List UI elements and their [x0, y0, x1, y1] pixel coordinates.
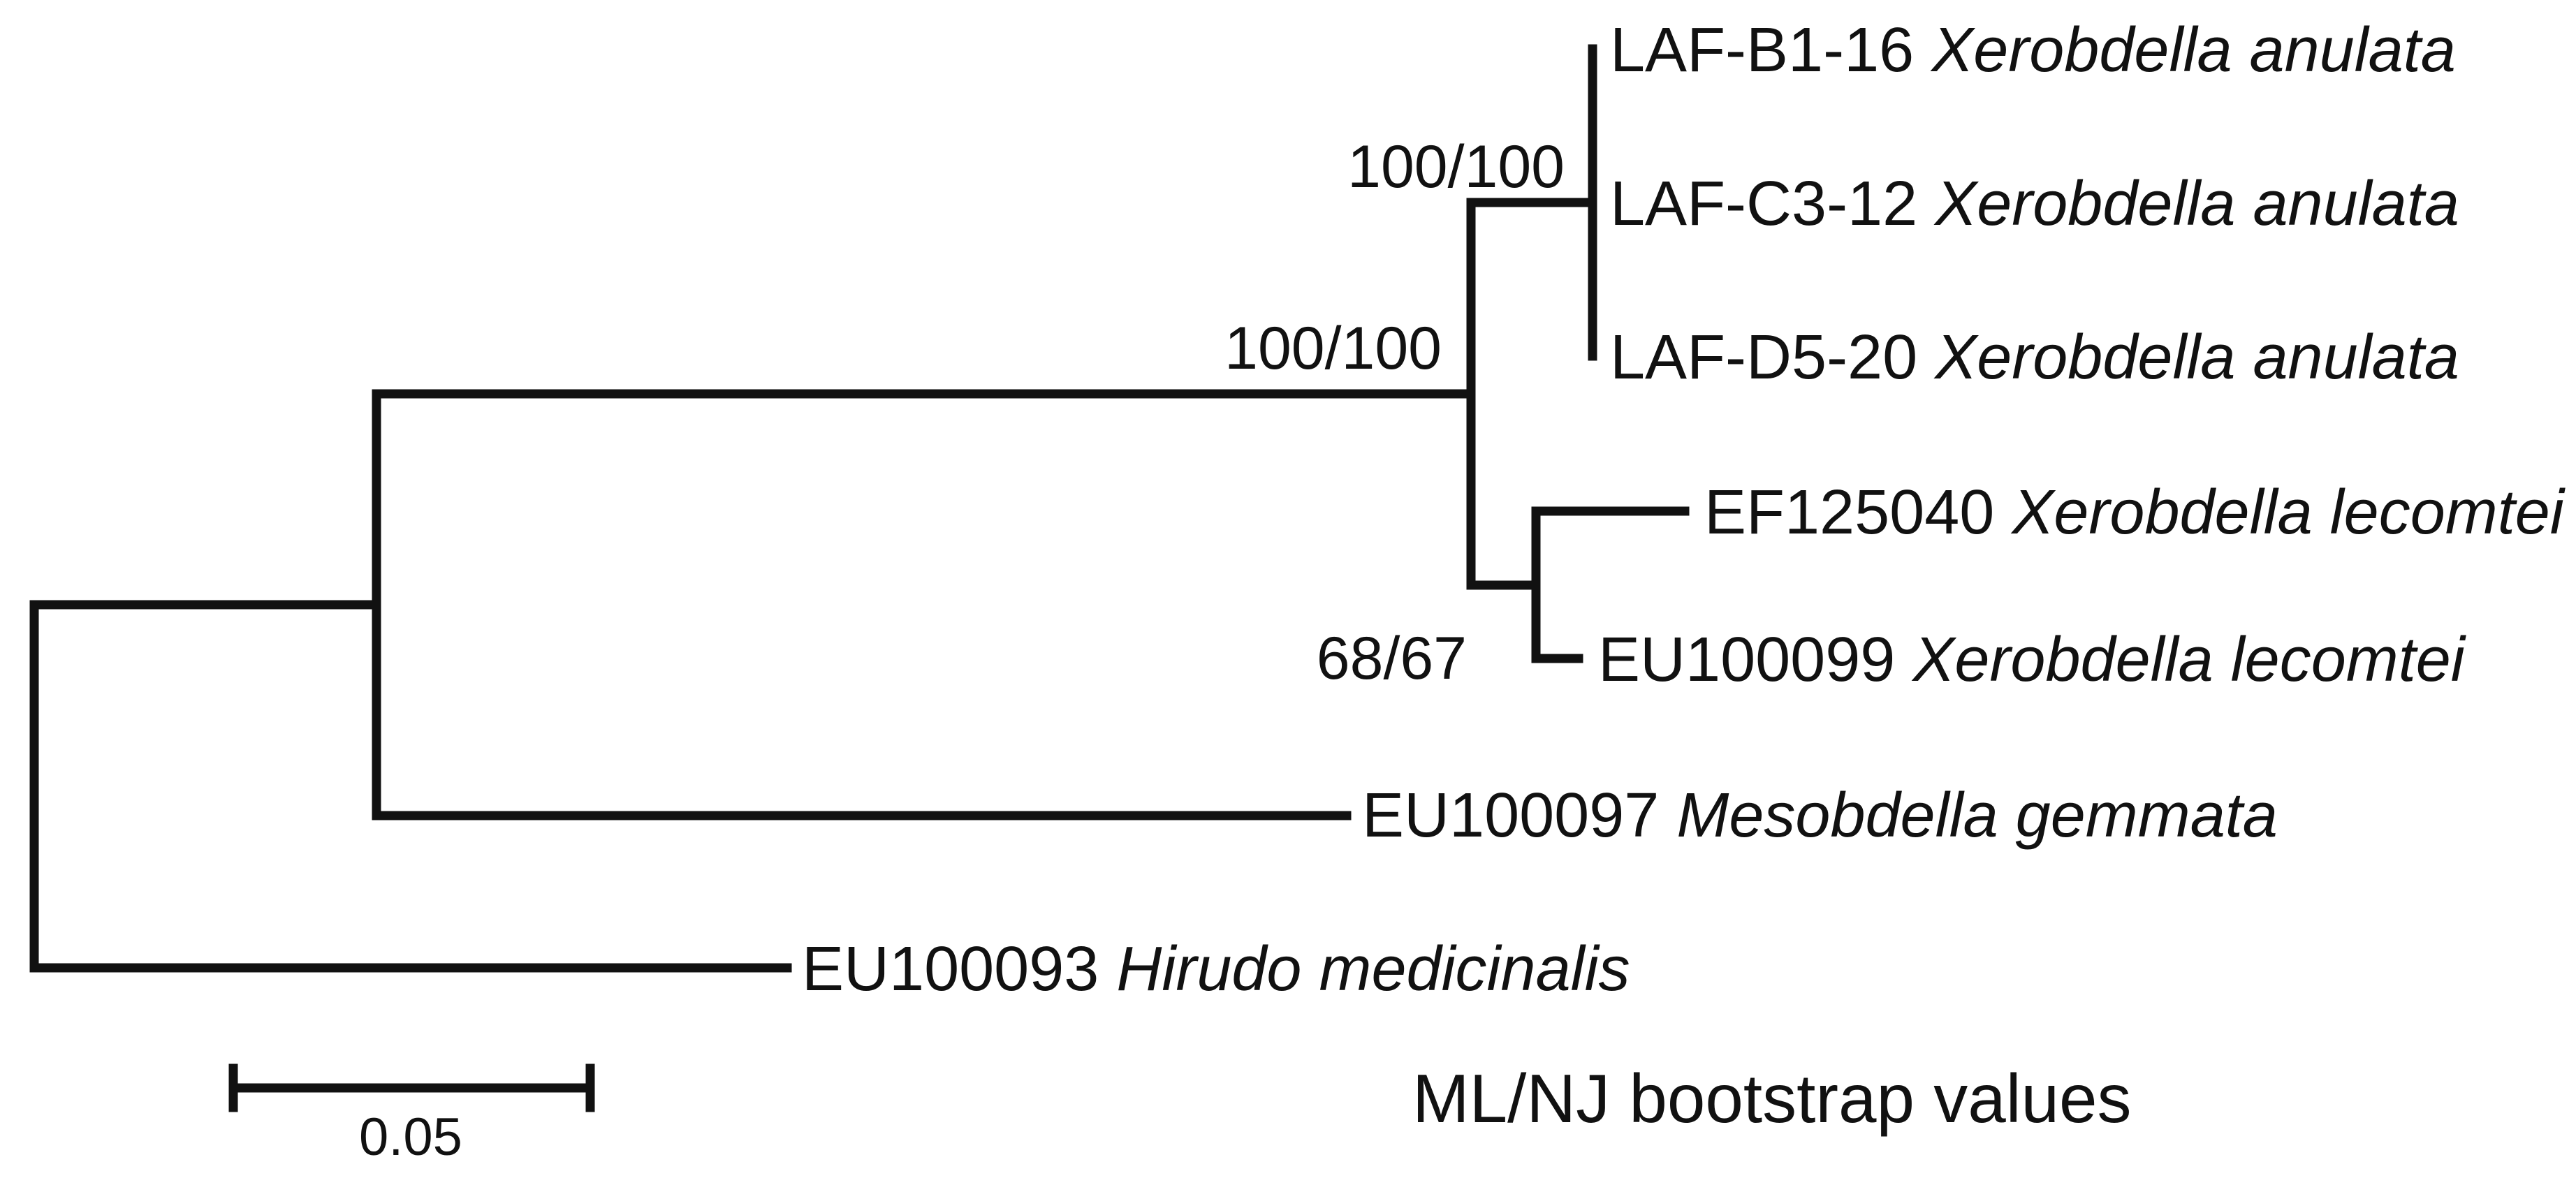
- tip-label-eu100097: EU100097 Mesobdella gemmata: [1362, 781, 2278, 851]
- tip-label-ef125040: EF125040 Xerobdella lecomtei: [1704, 478, 2566, 547]
- tree-edges-layer: [29, 44, 1690, 1112]
- tip-label-laf-d5-20: LAF-D5-20 Xerobdella anulata: [1610, 323, 2459, 392]
- tip-label-eu100093: EU100093 Hirudo medicinalis: [802, 934, 1630, 1004]
- legend-label: ML/NJ bootstrap values: [1412, 1060, 2131, 1137]
- bootstrap-label-lecomtei-clade: 68/67: [1317, 625, 1467, 692]
- tip-label-eu100099: EU100099 Xerobdella lecomtei: [1598, 625, 2467, 695]
- bootstrap-label-anulata-clade: 100/100: [1347, 133, 1565, 200]
- tip-label-laf-b1-16: LAF-B1-16 Xerobdella anulata: [1610, 15, 2456, 85]
- bootstrap-label-xerobdella-clade: 100/100: [1224, 315, 1442, 382]
- scalebar-label: 0.05: [359, 1107, 462, 1167]
- tip-label-laf-c3-12: LAF-C3-12 Xerobdella anulata: [1610, 169, 2459, 239]
